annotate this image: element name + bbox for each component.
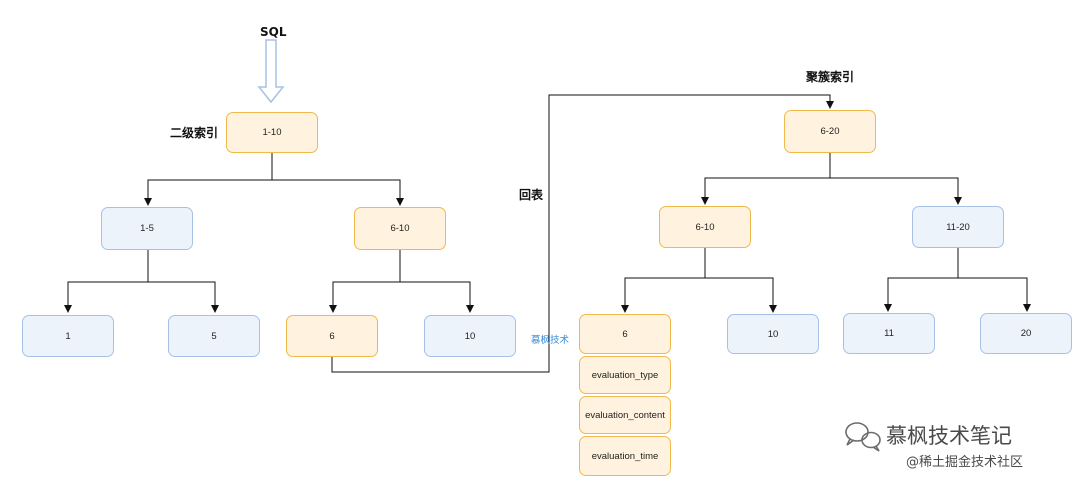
side-note-label: 慕枫技术 bbox=[531, 335, 570, 346]
secondary-right-node: 6-10 bbox=[354, 207, 446, 250]
clustered-root-node: 6-20 bbox=[784, 110, 876, 153]
sql-hollow-arrow bbox=[257, 39, 285, 104]
sql-label: SQL bbox=[260, 25, 287, 39]
clustered-leaf-11: 11 bbox=[843, 313, 935, 354]
row-field-evaluation-content: evaluation_content bbox=[579, 396, 671, 434]
clustered-left-node: 6-10 bbox=[659, 206, 751, 248]
row-field-evaluation-type: evaluation_type bbox=[579, 356, 671, 394]
clustered-leaf-10: 10 bbox=[727, 314, 819, 354]
clustered-leaf-6: 6 bbox=[579, 314, 671, 354]
watermark-title: 慕枫技术笔记 bbox=[886, 424, 1012, 448]
secondary-root-node: 1-10 bbox=[226, 112, 318, 153]
wechat-logo-icon bbox=[845, 422, 881, 452]
secondary-leaf-6: 6 bbox=[286, 315, 378, 357]
secondary-tree-connectors bbox=[64, 153, 474, 313]
clustered-tree-connectors bbox=[621, 153, 1031, 313]
clustered-leaf-20: 20 bbox=[980, 313, 1072, 354]
secondary-index-label: 二级索引 bbox=[170, 126, 219, 140]
back-to-table-label: 回表 bbox=[519, 188, 544, 202]
secondary-leaf-1: 1 bbox=[22, 315, 114, 357]
secondary-leaf-5: 5 bbox=[168, 315, 260, 357]
back-to-table-path bbox=[331, 94, 834, 373]
secondary-left-node: 1-5 bbox=[101, 207, 193, 250]
clustered-index-label: 聚簇索引 bbox=[806, 70, 855, 84]
clustered-right-node: 11-20 bbox=[912, 206, 1004, 248]
row-field-evaluation-time: evaluation_time bbox=[579, 436, 671, 476]
watermark-subtitle: @稀土掘金技术社区 bbox=[906, 455, 1024, 470]
secondary-leaf-10: 10 bbox=[424, 315, 516, 357]
